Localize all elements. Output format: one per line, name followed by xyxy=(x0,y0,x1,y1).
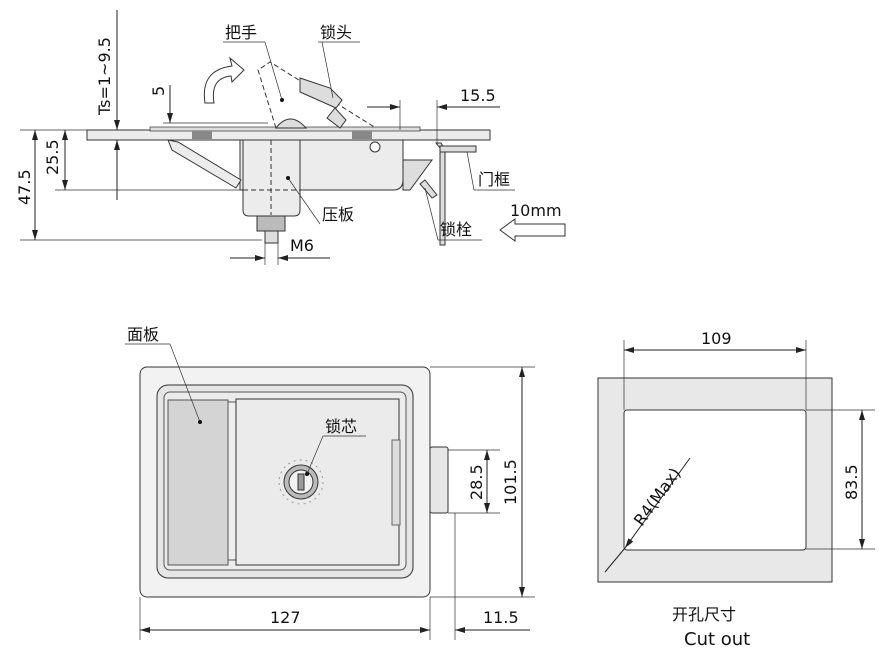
side-view: Ts=1~9.5 47.5 25.5 5 15.5 M6 把手 锁头 门框 压板 xyxy=(15,10,566,265)
label-handle: 把手 xyxy=(225,23,257,42)
dim-25-5: 25.5 xyxy=(43,139,62,175)
pressure-plate-body xyxy=(242,139,301,217)
dim-109: 109 xyxy=(701,329,732,348)
stud xyxy=(264,230,279,244)
label-travel: 10mm xyxy=(510,201,562,220)
dim-127: 127 xyxy=(270,608,301,627)
label-panel: 面板 xyxy=(127,325,159,344)
rotate-arrow-icon xyxy=(203,56,245,104)
dim-5: 5 xyxy=(149,86,168,96)
cutout-title-cn: 开孔尺寸 xyxy=(672,605,736,624)
dim-15-5: 15.5 xyxy=(460,86,496,105)
nut xyxy=(256,215,286,232)
push-direction-arrow-icon xyxy=(499,218,566,242)
latch-bracket xyxy=(402,159,433,191)
front-view: 101.5 28.5 127 11.5 面板 锁芯 xyxy=(125,325,535,640)
bracket-arm xyxy=(167,139,242,189)
dim-11-5: 11.5 xyxy=(483,608,519,627)
dim-m6: M6 xyxy=(290,236,314,255)
side-latch xyxy=(429,446,449,514)
cutout-title-en: Cut out xyxy=(684,629,750,650)
label-lock-core: 锁芯 xyxy=(325,417,357,436)
label-lock-head: 锁头 xyxy=(320,23,352,42)
label-door-frame: 门框 xyxy=(478,170,510,189)
dim-28-5: 28.5 xyxy=(467,464,486,500)
label-pressure-plate: 压板 xyxy=(322,205,354,224)
door-frame xyxy=(439,145,477,153)
dim-thickness: Ts=1~9.5 xyxy=(95,37,114,116)
dim-83-5: 83.5 xyxy=(842,464,861,500)
label-latch-bolt: 锁栓 xyxy=(440,220,472,239)
cutout-view: 109 83.5 R4(Max) 开孔尺寸 Cut out xyxy=(597,329,875,650)
latch-bolt-shape xyxy=(419,179,438,199)
dim-101-5: 101.5 xyxy=(501,459,520,505)
panel-area xyxy=(167,399,229,566)
dim-47-5: 47.5 xyxy=(15,169,34,205)
cutout-hole xyxy=(623,409,807,551)
mounting-plate xyxy=(86,129,491,141)
lock-head-shape xyxy=(299,77,343,109)
